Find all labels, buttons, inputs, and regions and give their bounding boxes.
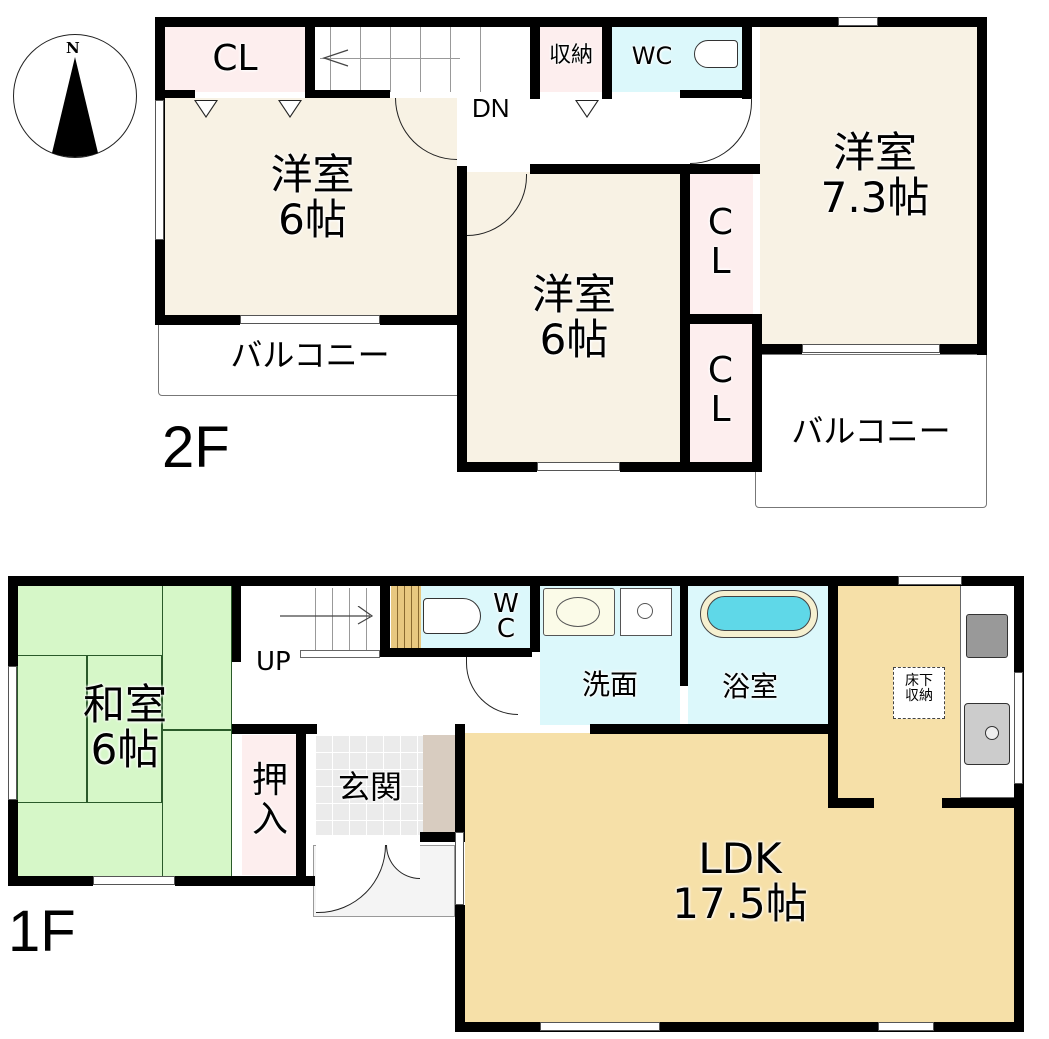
window xyxy=(155,100,164,240)
stair-dn-label: DN xyxy=(472,93,510,123)
balcony-east-label: バルコニー xyxy=(791,412,951,450)
label-line: 入 xyxy=(251,798,288,840)
window xyxy=(1014,672,1023,784)
toilet-icon xyxy=(694,40,738,68)
washitsu-label: 和室 6帖 xyxy=(40,682,210,773)
genkan-label: 玄関 xyxy=(337,768,402,806)
room-size: 17.5帖 xyxy=(672,879,808,929)
cl-top-label: CL xyxy=(212,38,258,79)
shoe-cabinet xyxy=(423,735,455,835)
cl-mid2-label: C L xyxy=(688,350,753,430)
label-line: C xyxy=(707,350,734,391)
stove-icon xyxy=(966,614,1008,658)
balcony-east xyxy=(755,354,987,508)
bedroom-west-label: 洋室 6帖 xyxy=(180,152,445,243)
washbasin-icon xyxy=(543,588,615,636)
room-name: 洋室 xyxy=(270,150,355,199)
window xyxy=(878,1022,934,1031)
room-name: 洋室 xyxy=(531,270,616,319)
balcony-west xyxy=(158,322,460,396)
room-size: 6帖 xyxy=(278,195,347,245)
bathtub-icon xyxy=(700,590,818,638)
room-size: 6帖 xyxy=(539,315,609,365)
hallway-2f xyxy=(460,98,685,166)
label-line: W xyxy=(493,589,519,619)
understair-storage xyxy=(391,585,421,648)
label-line: 床下 xyxy=(905,673,933,689)
yokushitsu-label: 浴室 xyxy=(721,670,778,703)
compass: N xyxy=(13,34,137,158)
floor-label-2f: 2F xyxy=(162,415,230,480)
door-swing xyxy=(690,98,752,164)
room-cl-mid1 xyxy=(688,174,753,314)
compass-north-label: N xyxy=(66,39,80,57)
north-arrow-icon xyxy=(52,57,98,157)
stair-arrow-icon xyxy=(322,49,349,67)
room-genkan xyxy=(315,735,425,835)
stair-arrow-icon xyxy=(280,606,374,625)
window xyxy=(240,315,380,324)
balcony-west-label: バルコニー xyxy=(230,336,390,374)
closet-door-icon xyxy=(278,100,302,118)
floor-label-1f: 1F xyxy=(8,899,76,964)
bedroom-east-label: 洋室 7.3帖 xyxy=(770,130,980,221)
label-line: L xyxy=(710,240,731,282)
window xyxy=(8,666,17,800)
label-line: C xyxy=(496,613,516,644)
storage-door-icon xyxy=(575,100,599,118)
stair-up-label: UP xyxy=(256,647,291,677)
closet-door-icon xyxy=(194,100,218,118)
wc-1f-label: W C xyxy=(486,589,526,644)
window xyxy=(802,344,940,353)
room-size: 7.3帖 xyxy=(820,173,930,223)
room-oshiire xyxy=(242,735,297,875)
room-size: 6帖 xyxy=(90,725,160,775)
ldk-label: LDK 17.5帖 xyxy=(620,836,860,927)
bedroom-center-label: 洋室 6帖 xyxy=(465,272,683,363)
room-washitsu xyxy=(17,585,232,877)
room-storage xyxy=(540,26,602,92)
label-line: 収納 xyxy=(905,688,933,705)
stair-1f xyxy=(246,585,381,653)
label-line: C xyxy=(707,202,734,243)
storage-label: 収納 xyxy=(548,43,593,68)
oshiire-label: 押 入 xyxy=(242,760,298,840)
toilet-icon xyxy=(423,598,481,634)
window xyxy=(537,462,620,471)
sink-icon xyxy=(964,703,1010,765)
washing-machine-icon xyxy=(620,588,672,636)
cl-mid1-label: C L xyxy=(688,202,753,282)
wc-2f-label: WC xyxy=(631,42,673,70)
window xyxy=(898,576,962,585)
room-name: LDK xyxy=(698,834,782,883)
underfloor-label: 床下 収納 xyxy=(893,673,945,705)
window xyxy=(838,17,878,26)
room-cl-top xyxy=(165,26,305,92)
underfloor-storage xyxy=(893,667,945,719)
window xyxy=(455,832,464,905)
window xyxy=(93,876,175,885)
stair-2f xyxy=(315,26,535,92)
label-line: 押 xyxy=(251,760,288,801)
window xyxy=(540,1022,660,1031)
label-line: L xyxy=(710,388,731,430)
room-name: 洋室 xyxy=(832,128,917,177)
room-name: 和室 xyxy=(82,680,167,729)
senmen-label: 洗面 xyxy=(581,668,638,701)
room-cl-mid2 xyxy=(688,324,753,462)
room-bedroom-east xyxy=(760,26,978,352)
